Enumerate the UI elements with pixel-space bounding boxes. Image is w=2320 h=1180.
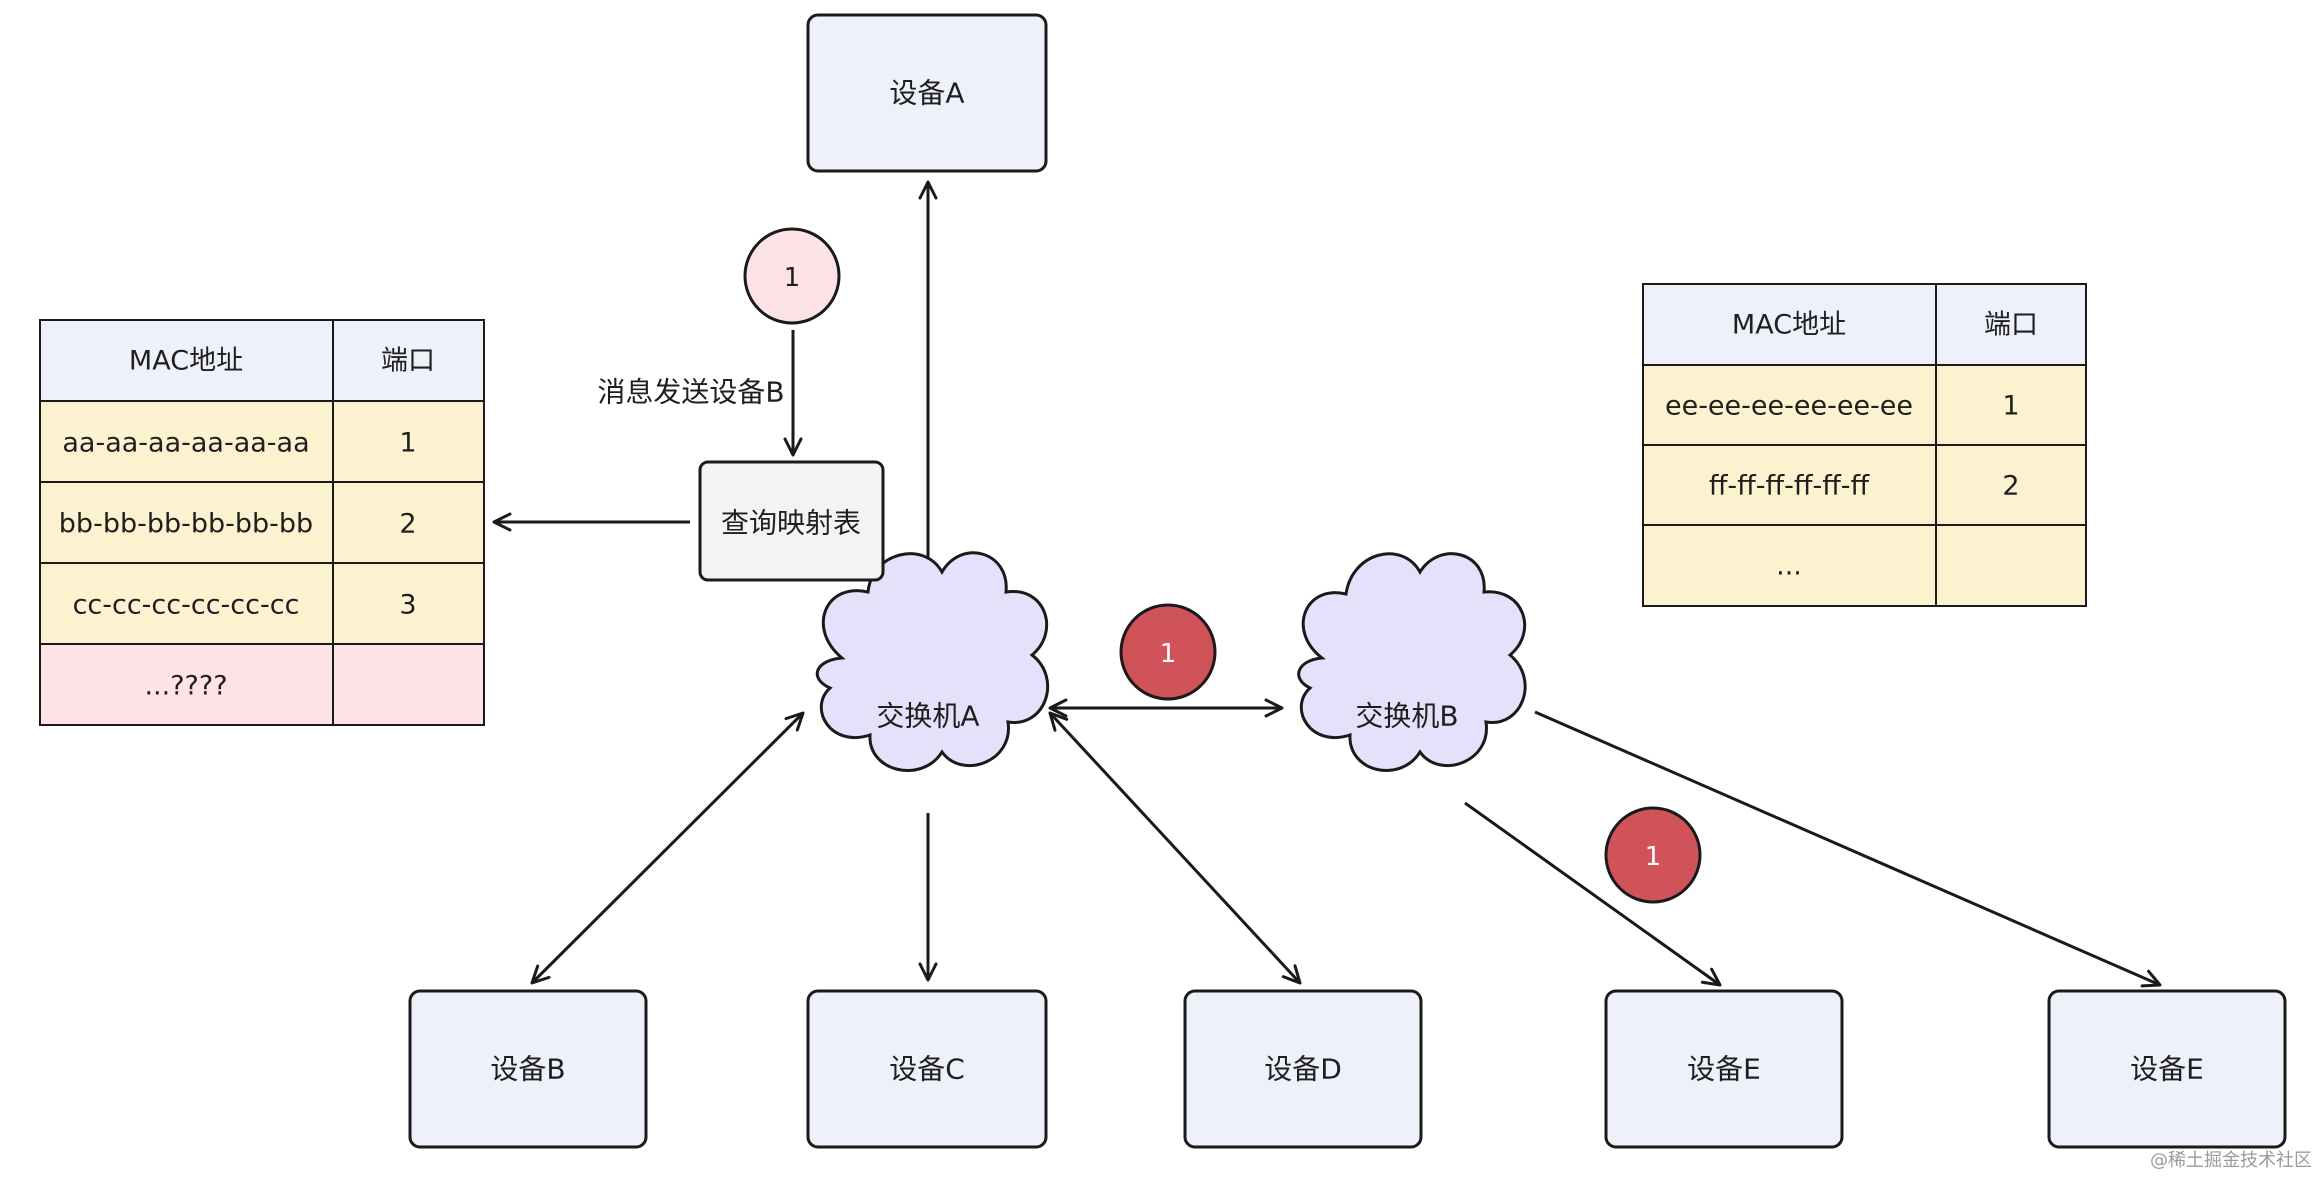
cloud-icon (1297, 552, 1527, 772)
switch-a-label: 交换机A (876, 700, 979, 733)
link-switchB-deviceE1 (1464, 801, 1722, 987)
step-badge-right-number: 1 (1645, 842, 1662, 872)
table-cell-mac: ff-ff-ff-ff-ff-ff (1709, 471, 1871, 502)
device-b-label: 设备B (490, 1053, 565, 1086)
table-header-mac: MAC地址 (1732, 310, 1846, 341)
table-cell-mac: ...???? (144, 671, 227, 702)
table-cell-port: 2 (399, 509, 416, 540)
table-cell-mac: ee-ee-ee-ee-ee-ee (1665, 391, 1913, 422)
query-mapping-label: 查询映射表 (721, 507, 861, 540)
step-badge-mid: 1 (1119, 603, 1217, 701)
table-header-port: 端口 (381, 346, 435, 377)
device-e1[interactable]: 设备E (1604, 989, 1844, 1149)
device-a-label: 设备A (889, 77, 964, 110)
link-switchA-deviceD (1048, 711, 1302, 985)
table-cell-port: 2 (2002, 471, 2019, 502)
cloud-icon (815, 551, 1050, 772)
device-c-label: 设备C (889, 1053, 965, 1086)
message-label: 消息发送设备B (597, 376, 784, 409)
table-header-mac: MAC地址 (129, 346, 243, 377)
switch-b-label: 交换机B (1355, 700, 1458, 733)
link-switchB-deviceE2 (1534, 710, 2162, 988)
device-e2[interactable]: 设备E (2047, 989, 2287, 1149)
device-c[interactable]: 设备C (806, 989, 1048, 1149)
step-badge-mid-number: 1 (1160, 639, 1177, 669)
device-e2-label: 设备E (2130, 1053, 2204, 1086)
table-cell-mac: cc-cc-cc-cc-cc-cc (73, 590, 300, 621)
connectors (492, 180, 2162, 988)
device-b[interactable]: 设备B (408, 989, 648, 1149)
switch-a[interactable]: 交换机A (815, 551, 1050, 772)
device-d-label: 设备D (1264, 1053, 1342, 1086)
table-cell-mac: ... (1776, 551, 1802, 582)
table-cell-port: 1 (2002, 391, 2019, 422)
table-cell-port: 1 (399, 428, 416, 459)
step-badge-right: 1 (1604, 806, 1702, 904)
step-badge-top: 1 (743, 227, 841, 325)
mac-table-right: MAC地址 端口 ee-ee-ee-ee-ee-ee 1 ff-ff-ff-ff… (1642, 283, 2087, 607)
table-cell-mac: aa-aa-aa-aa-aa-aa (62, 428, 309, 459)
switch-b[interactable]: 交换机B (1297, 552, 1527, 772)
device-a[interactable]: 设备A (806, 13, 1048, 173)
step-badge-top-number: 1 (784, 263, 801, 293)
device-d[interactable]: 设备D (1183, 989, 1423, 1149)
link-switchA-deviceB (530, 711, 805, 985)
mac-table-left: MAC地址 端口 aa-aa-aa-aa-aa-aa 1 bb-bb-bb-bb… (39, 319, 485, 726)
device-e1-label: 设备E (1687, 1053, 1761, 1086)
table-cell-port: 3 (399, 590, 416, 621)
query-mapping-box[interactable]: 查询映射表 (698, 460, 885, 582)
table-header-port: 端口 (1984, 310, 2038, 341)
table-cell-mac: bb-bb-bb-bb-bb-bb (59, 509, 313, 540)
watermark: @稀土掘金技术社区 (2150, 1150, 2312, 1171)
